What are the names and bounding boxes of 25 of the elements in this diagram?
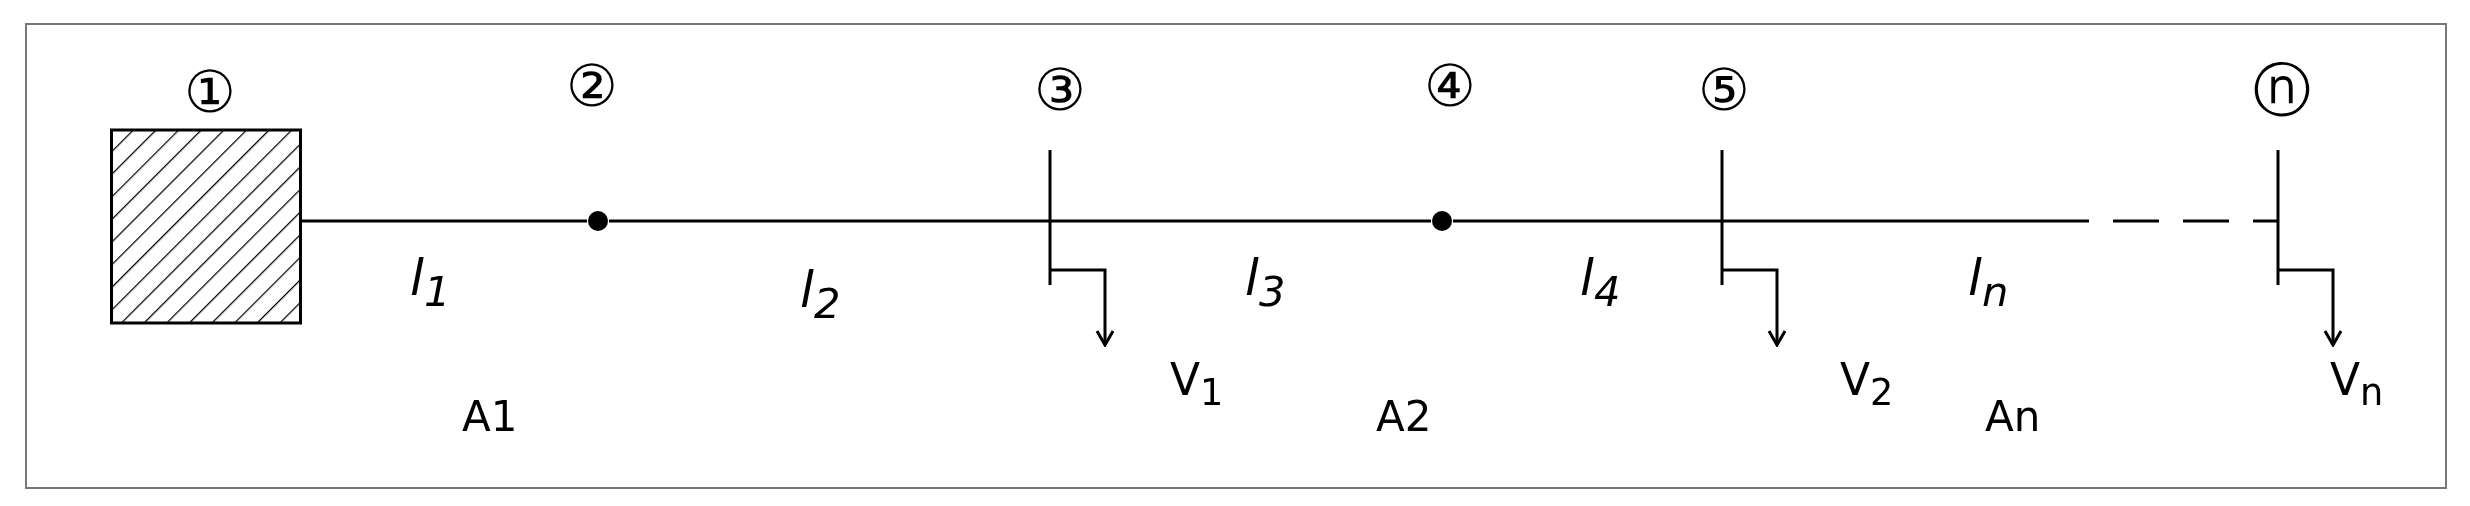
node-number: ① <box>183 62 237 122</box>
node-number: ③ <box>1033 60 1087 120</box>
flow-label: V$_{2}$ <box>1840 353 1894 416</box>
pipe-line <box>609 219 1050 223</box>
length-label: l$_{1}$ <box>410 250 451 318</box>
section-label: An <box>1985 392 2041 442</box>
pipe-line <box>1722 219 2278 223</box>
node-number: ⓝ <box>2252 60 2312 120</box>
section-label: A2 <box>1376 392 1432 442</box>
node-number: ② <box>566 56 618 116</box>
outflow-arrow <box>1722 268 1787 347</box>
node-number: ⑤ <box>1697 60 1751 120</box>
outflow-arrow <box>1050 268 1115 347</box>
length-label: l$_{n}$ <box>1968 250 2009 318</box>
flow-label: V$_{1}$ <box>1170 353 1224 416</box>
length-label: l$_{3}$ <box>1245 250 1286 318</box>
length-label: l$_{2}$ <box>800 262 841 330</box>
outflow-arrow <box>2278 268 2343 347</box>
length-label: l$_{4}$ <box>1580 250 1621 318</box>
pipe-line <box>1453 219 1722 223</box>
pipe-line <box>302 219 587 223</box>
pipe-line <box>1050 219 1431 223</box>
node-number: ④ <box>1424 56 1476 116</box>
section-label: A1 <box>462 392 518 442</box>
flow-label: V$_{n}$ <box>2330 353 2384 416</box>
